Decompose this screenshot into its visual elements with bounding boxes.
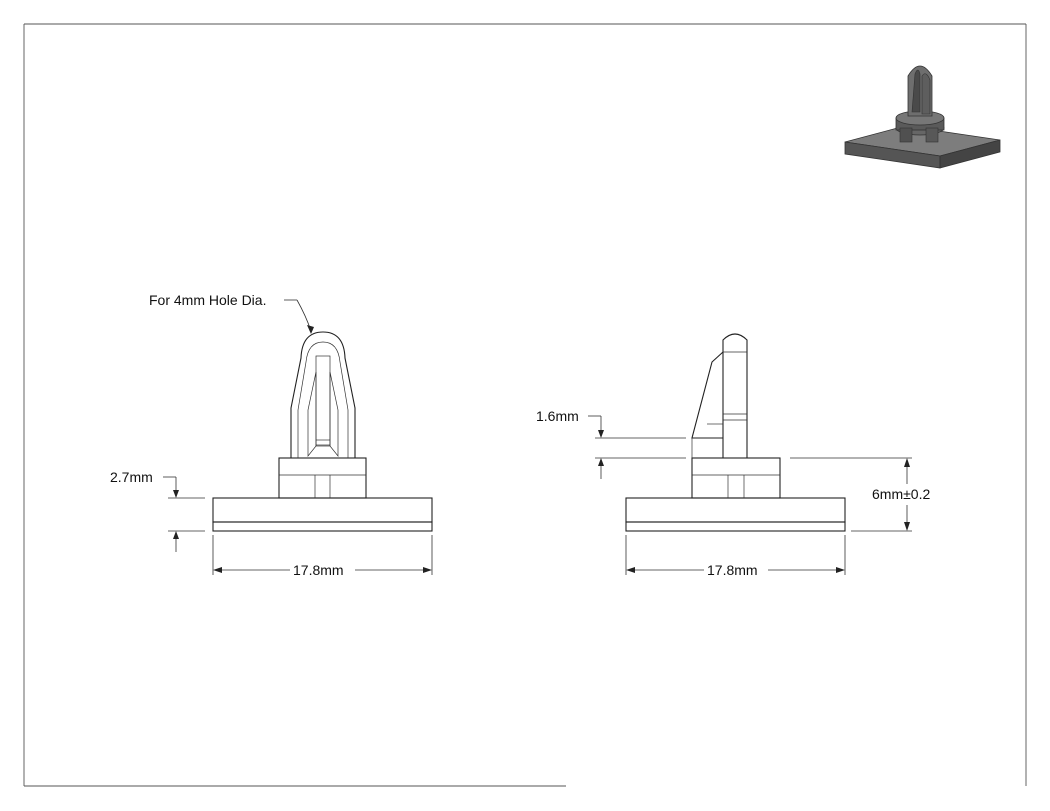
- drawing-frame: [23, 23, 1027, 787]
- note-hole-diameter: For 4mm Hole Dia.: [149, 292, 266, 308]
- side-view: [625, 333, 846, 532]
- dim-side-height-label: 6mm±0.2: [872, 486, 930, 502]
- dim-front-height: 2.7mm: [110, 469, 205, 552]
- dim-side-step-label: 1.6mm: [536, 408, 579, 424]
- dim-side-width: 17.8mm: [625, 535, 846, 578]
- isometric-part-render: [844, 65, 1001, 169]
- dim-side-step: 1.6mm: [536, 408, 686, 479]
- dim-front-width: 17.8mm: [212, 535, 433, 578]
- dim-side-total-height: 6mm±0.2: [790, 457, 930, 532]
- dim-side-width-label: 17.8mm: [707, 562, 758, 578]
- dim-front-width-label: 17.8mm: [293, 562, 344, 578]
- dim-front-height-label: 2.7mm: [110, 469, 153, 485]
- leader-note-hole-dia: For 4mm Hole Dia.: [149, 292, 314, 334]
- front-view: [212, 331, 433, 532]
